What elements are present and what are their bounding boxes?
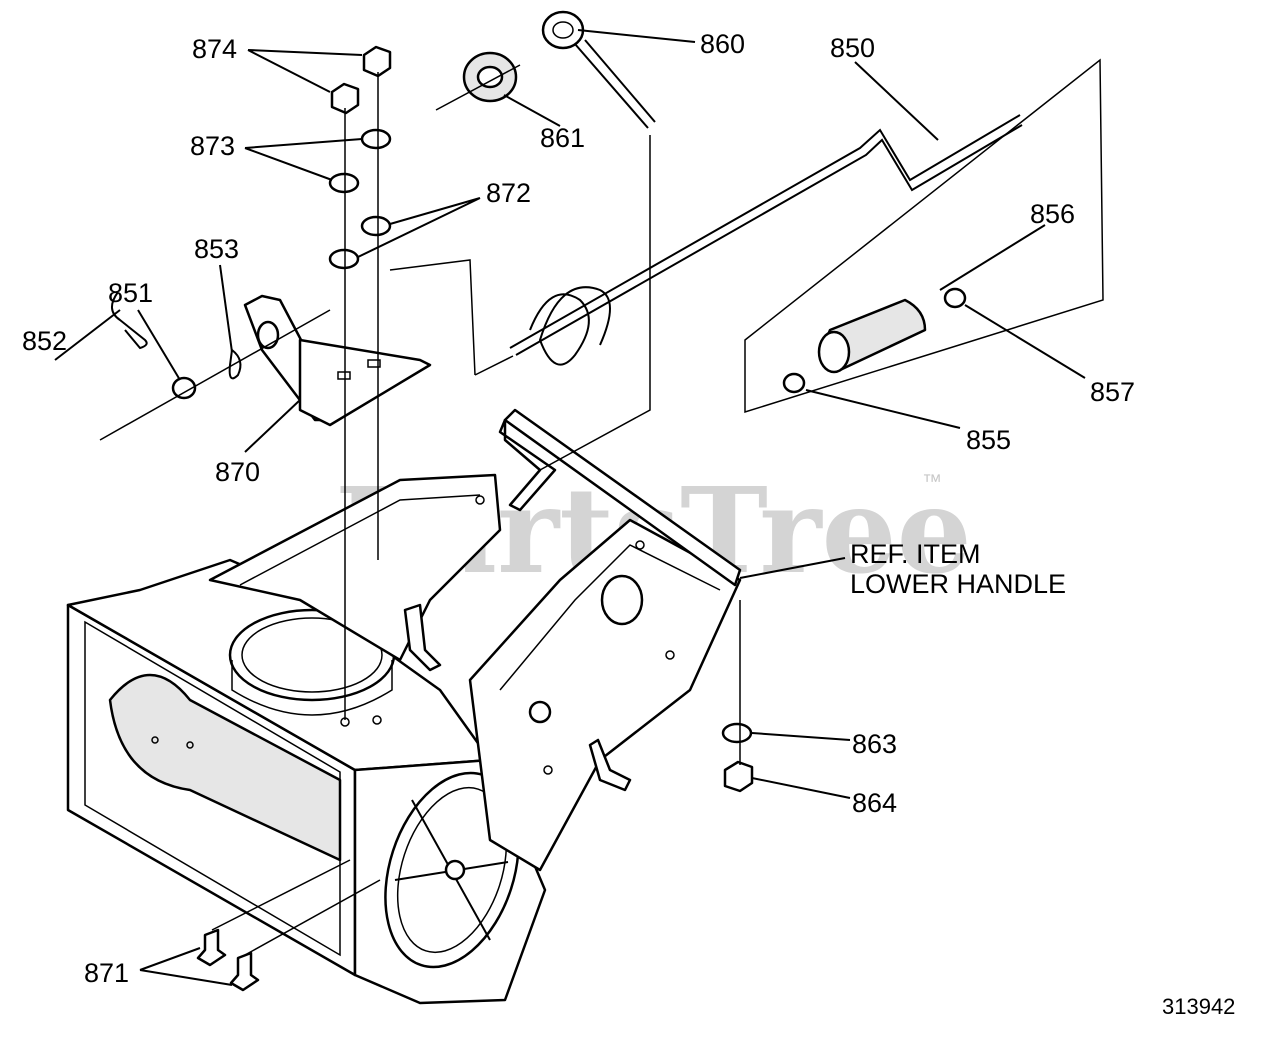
callout-851: 851: [108, 278, 153, 308]
part-872-washer-a: [360, 215, 392, 237]
part-873-washer-b: [328, 172, 360, 194]
reference-note-line2: LOWER HANDLE: [850, 569, 1066, 599]
frame-bracket-right: [468, 518, 742, 872]
callout-872: 872: [486, 178, 531, 208]
reference-note-line1: REF. ITEM: [850, 539, 981, 569]
small-hardware-left: [111, 291, 242, 400]
callout-855: 855: [966, 425, 1011, 455]
part-863-washer: [721, 722, 753, 744]
part-850-rod: [509, 114, 1023, 366]
callout-873: 873: [190, 131, 235, 161]
leader-lines: [54, 29, 1086, 986]
callout-852: 852: [22, 326, 67, 356]
callout-856: 856: [1030, 199, 1075, 229]
callout-870: 870: [215, 457, 260, 487]
part-856-roller: [782, 287, 967, 394]
callout-857: 857: [1090, 377, 1135, 407]
part-870-bracket: [243, 294, 432, 427]
callout-labels: 874 873 872 853 851 852 870 860 861 850 …: [22, 29, 1135, 988]
callout-864: 864: [852, 788, 897, 818]
document-number: 313942: [1162, 994, 1235, 1019]
part-861-grommet: [462, 51, 518, 103]
part-853-clip: [228, 348, 242, 380]
bracket-tab: [403, 603, 442, 672]
part-874-nut-b: [330, 82, 360, 115]
part-873-washer-a: [360, 128, 392, 150]
part-855-washer: [782, 372, 806, 394]
watermark-trademark: ™: [922, 471, 942, 493]
callout-871: 871: [84, 958, 129, 988]
housing-scroll: [108, 673, 342, 862]
callout-853: 853: [194, 234, 239, 264]
part-871-bolts: [196, 928, 260, 992]
part-857-washer: [943, 287, 967, 309]
part-860-eyebolt: [541, 10, 656, 129]
assembly-lines: [99, 58, 1104, 975]
callout-874: 874: [192, 34, 237, 64]
part-851-washer: [171, 376, 197, 400]
hardware-stack-874-873-872: [328, 45, 392, 270]
lower-handle-ref: [498, 408, 742, 587]
reference-note: REF. ITEM LOWER HANDLE: [850, 539, 1066, 599]
part-872-washer-b: [328, 248, 360, 270]
part-874-nut-a: [362, 45, 392, 78]
auger-housing: [66, 558, 547, 1005]
callout-850: 850: [830, 33, 875, 63]
callout-861: 861: [540, 123, 585, 153]
part-864-nut: [723, 760, 754, 793]
callout-860: 860: [700, 29, 745, 59]
callout-863: 863: [852, 729, 897, 759]
frame-bracket-left: [208, 473, 502, 672]
hardware-863-864: [721, 722, 754, 793]
